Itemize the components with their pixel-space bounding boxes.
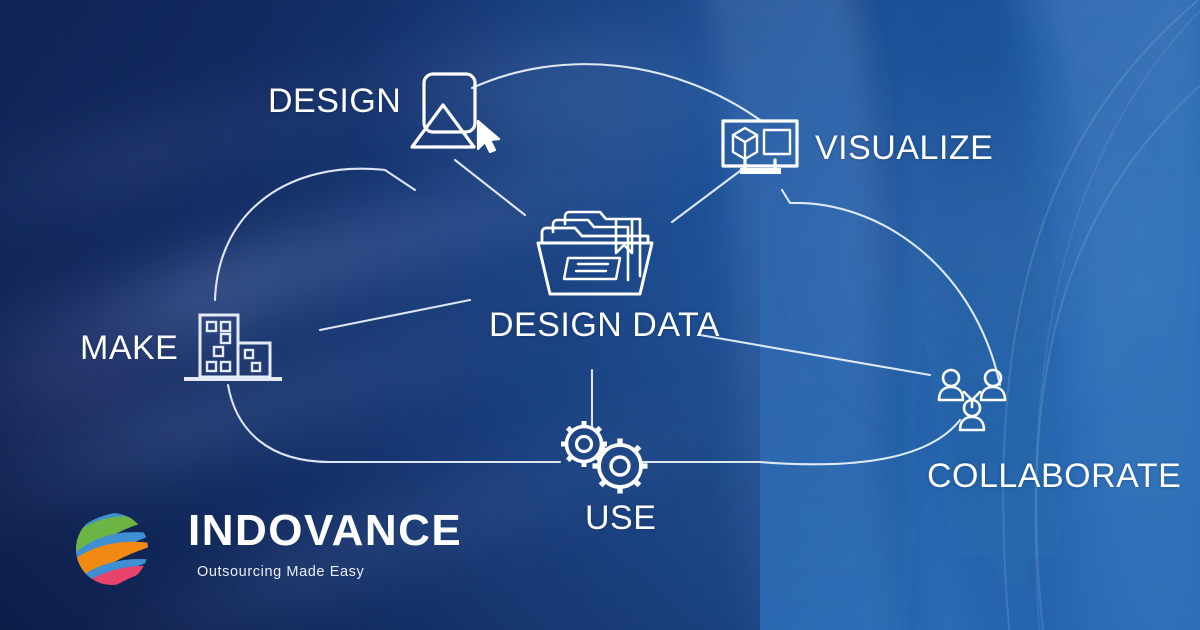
arc-use-to-make <box>226 383 562 464</box>
node-label-make: MAKE <box>80 329 179 367</box>
spoke-visualize <box>670 163 750 224</box>
globe-swoosh-icon <box>76 513 148 585</box>
logo-wordmark: INDOVANCE <box>188 506 463 555</box>
arc-design-to-visualize <box>470 63 762 122</box>
people-network-icon <box>937 368 1007 432</box>
logo-tagline: Outsourcing Made Easy <box>197 564 365 580</box>
spoke-make <box>318 298 472 332</box>
arc-make-to-design <box>213 167 417 302</box>
node-label-use: USE <box>585 499 657 537</box>
spoke-group <box>318 158 932 430</box>
gears-icon <box>561 421 648 494</box>
ring-arc-group <box>213 63 1002 466</box>
monitor-3d-icon <box>721 119 799 174</box>
spoke-collaborate <box>698 333 932 377</box>
factory-buildings-icon <box>184 313 282 381</box>
indovance-logo: INDOVANCE Outsourcing Made Easy <box>60 508 461 590</box>
node-label-collaborate: COLLABORATE <box>927 457 1182 495</box>
node-label-design-data: DESIGN DATA <box>489 306 720 344</box>
file-folder-icon <box>536 210 654 296</box>
node-label-design: DESIGN <box>268 82 402 120</box>
arc-visualize-to-collaborate <box>780 188 1002 387</box>
spoke-design <box>453 158 527 217</box>
arc-collaborate-to-use <box>638 418 962 466</box>
design-tablet-icon <box>410 72 501 154</box>
node-label-visualize: VISUALIZE <box>815 129 994 167</box>
